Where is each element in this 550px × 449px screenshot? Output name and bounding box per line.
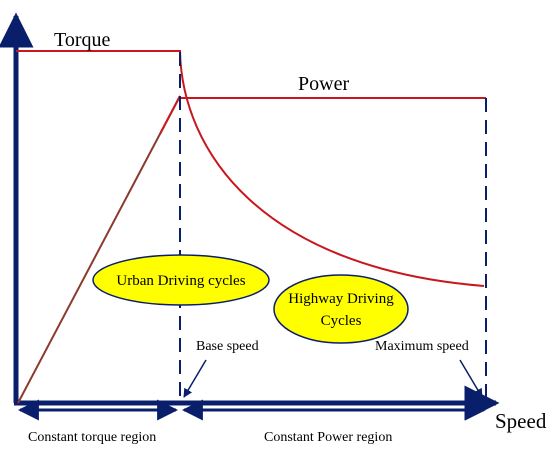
constant-power-region-label: Constant Power region — [264, 430, 392, 445]
torque-curve — [16, 50, 485, 287]
highway-driving-ellipse — [273, 274, 409, 344]
power-ramp-top — [159, 95, 181, 135]
torque-label: Torque — [54, 29, 110, 51]
urban-driving-label: Urban Driving cycles — [116, 273, 245, 289]
max-speed-pointer-arrow — [459, 359, 483, 398]
constant-torque-region-label: Constant torque region — [28, 430, 156, 445]
power-label: Power — [298, 73, 349, 95]
base-speed-label: Base speed — [196, 339, 259, 354]
highway-driving-label-line1: Highway Driving — [288, 291, 394, 307]
highway-driving-label-line2: Cycles — [321, 313, 362, 329]
max-speed-label: Maximum speed — [375, 339, 469, 354]
power-ramp — [17, 95, 181, 404]
speed-axis-label: Speed — [495, 409, 547, 433]
base-speed-pointer-arrow — [183, 359, 207, 398]
urban-driving-ellipse — [92, 254, 270, 306]
